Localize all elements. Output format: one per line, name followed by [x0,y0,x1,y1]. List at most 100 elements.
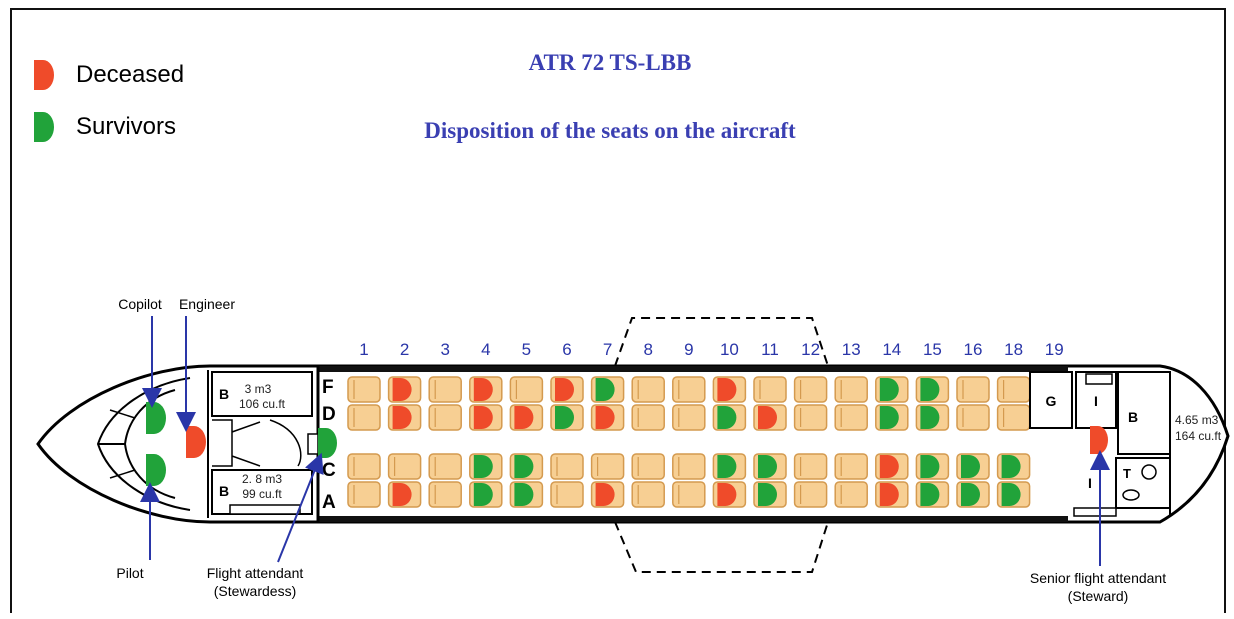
row-number-7: 7 [603,340,612,359]
row-number-14: 14 [882,340,901,359]
legend-survivors: Survivors [34,112,176,142]
diagram-subtitle: Disposition of the seats on the aircraft [424,118,796,143]
occupant-marker-deceased [758,406,778,429]
occupant-marker-survivor [758,455,778,478]
occupant-marker-survivor [1001,483,1021,506]
cockpit-frame-line [109,409,136,419]
occupant-marker-deceased [879,455,899,478]
seat-8f [631,376,665,403]
sink-icon [1122,489,1140,501]
occupant-marker-survivor [717,406,737,429]
column-letter-d: D [322,404,336,425]
galley-compartment [1029,371,1073,429]
row-number-4: 4 [481,340,490,359]
seat-11f [753,376,787,403]
seat-2c [387,453,422,480]
seat-12d [793,404,828,431]
row-number-16: 16 [964,340,983,359]
occupant-marker-deceased [555,378,574,401]
occupant-marker-survivor [473,455,493,478]
column-letter-c: C [322,460,336,481]
row-number-6: 6 [562,340,571,359]
rear-stowage-lower-letter: I [1088,475,1092,491]
deceased-swatch-icon [34,60,54,90]
toilet-letter: T [1123,466,1131,481]
seat-9c [672,453,706,480]
legend-label-survivors: Survivors [76,113,177,140]
stewardess-arrow [277,452,324,563]
occupant-marker-deceased [595,483,615,506]
occupant-marker-deceased [595,406,615,429]
front-upper-compartment [211,371,313,417]
cabin-wall-top [318,366,1068,372]
rear-stowage-upper-letter: I [1094,393,1098,409]
seat-8a [631,481,665,508]
occupant-marker-survivor [555,406,574,429]
rear-attendant-seat-frame [1085,373,1113,385]
front-lower-letter: B [219,483,229,499]
rear-cargo-compartment [1117,371,1171,455]
pilot-label: Pilot [116,565,143,581]
occupant-marker-survivor [595,378,615,401]
seat-18d [996,404,1031,431]
seat-12f [793,376,828,403]
seat-1f [347,376,381,403]
occupant-marker-deceased [392,406,412,429]
row-number-1: 1 [359,340,368,359]
legend-label-deceased: Deceased [76,61,185,88]
engineer-label: Engineer [179,296,235,312]
seat-3f [428,376,462,403]
seat-13a [834,481,868,508]
occupant-marker-survivor [920,483,940,506]
diagram-title: ATR 72 TS-LBB [528,50,692,75]
seat-3a [428,481,462,508]
seat-6c [550,453,584,480]
seat-8c [631,453,665,480]
occupant-marker-survivor [1001,455,1021,478]
stewardess-seat [318,428,337,458]
occupant-marker-deceased [392,483,412,506]
occupant-marker-survivor [920,455,940,478]
steward-label-line1: Senior flight attendant [1030,570,1166,586]
seat-9f [672,376,706,403]
occupant-marker-survivor [961,455,980,478]
seat-6a [550,481,584,508]
row-number-18: 18 [1004,340,1023,359]
row-number-2: 2 [400,340,409,359]
seat-1a [347,481,381,508]
row-number-5: 5 [522,340,531,359]
exit-lower-outline [614,521,829,573]
occupant-marker-survivor [717,455,737,478]
legend-deceased: Deceased [34,60,184,90]
seat-1d [347,404,381,431]
occupant-marker-survivor [514,455,534,478]
steward-label-line2: (Steward) [1068,588,1129,604]
rear-cargo-volume: 4.65 m3 [1175,413,1219,427]
seat-8d [631,404,665,431]
cabin-wall-bottom [318,516,1068,522]
seat-13c [834,453,868,480]
engineer-seat [186,426,206,458]
toilet-bowl-icon [1141,464,1157,480]
seat-13d [834,404,868,431]
jumpseat-frame [307,433,319,455]
pilot-seat [146,454,166,486]
occupant-marker-deceased [717,378,737,401]
seat-9d [672,404,706,431]
occupant-marker-deceased [473,406,493,429]
front-upper-volume: 3 m3 [245,382,272,396]
row-number-13: 13 [842,340,861,359]
front-upper-letter: B [219,386,229,402]
steward-seat [1090,426,1108,454]
row-number-12: 12 [801,340,820,359]
rear-cargo-letter: B [1128,409,1138,425]
occupant-marker-deceased [392,378,412,401]
row-number-9: 9 [684,340,693,359]
row-number-19: 19 [1045,340,1064,359]
seat-5f [509,376,544,403]
occupant-marker-deceased [473,378,493,401]
figure-frame [10,8,1226,613]
occupant-marker-survivor [879,378,899,401]
seat-13f [834,376,868,403]
